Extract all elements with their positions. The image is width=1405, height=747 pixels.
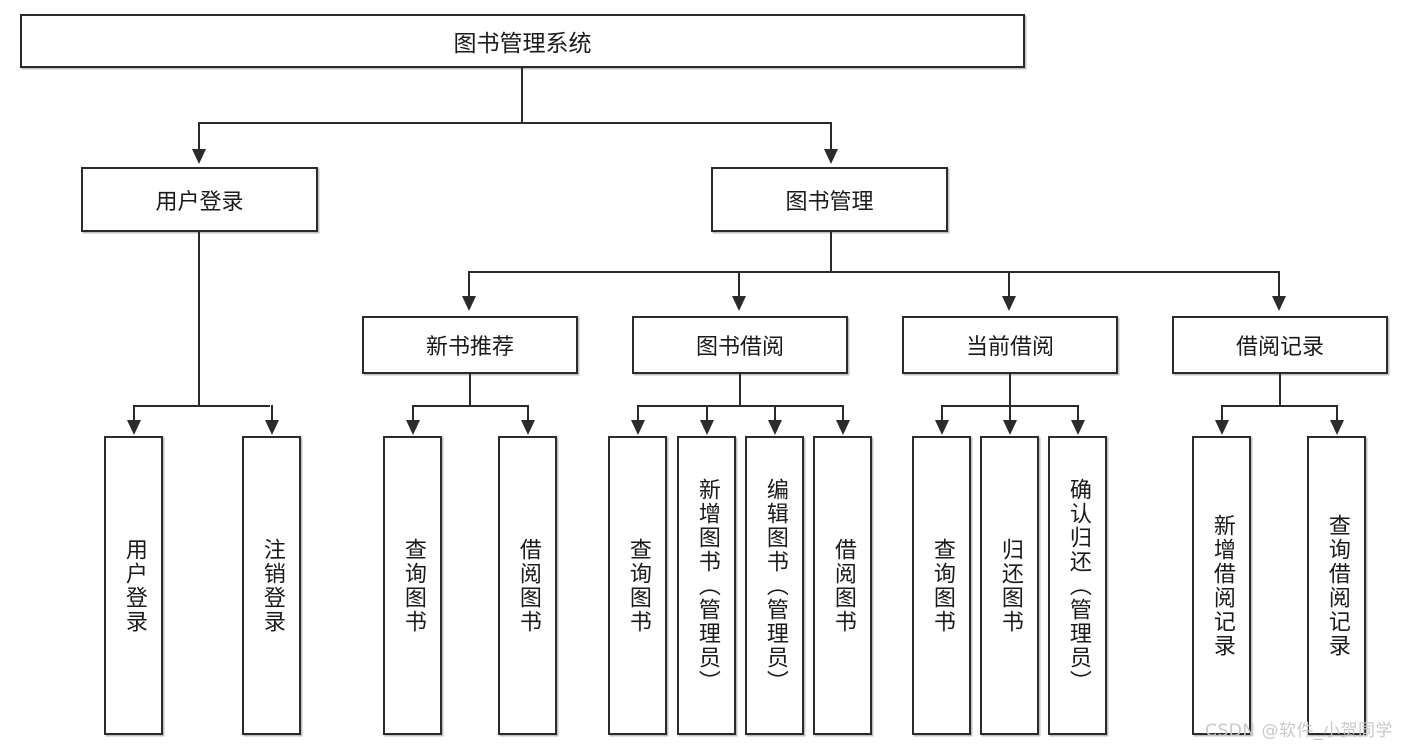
node-label: 用户登录 [155,189,244,215]
connector-root-bus [198,122,832,125]
node-label: 新书推荐 [425,335,514,360]
connector-book-mgmt-bus [468,271,1280,274]
arrowhead-borrow-record-child2 [1330,420,1344,435]
connector-root-to-user-login [198,122,201,150]
connector-current-borrow-child1 [941,405,944,421]
leaf-label: 归还图书 [997,537,1023,634]
node-new-book-recommend[interactable]: 新书推荐 [362,316,578,374]
node-current-borrow[interactable]: 当前借阅 [902,316,1118,374]
node-label: 图书管理 [785,189,874,215]
node-root-system[interactable]: 图书管理系统 [20,14,1025,68]
leaf-label: 新增借阅记录 [1209,513,1235,658]
leaf-book-borrow-edit-book-admin[interactable]: 编辑图书（管理员） [745,436,804,735]
leaf-logout[interactable]: 注销登录 [242,436,301,735]
arrowhead-book-borrow-child3 [768,420,782,435]
arrowhead-new-book-child1 [406,420,420,435]
connector-current-borrow-stem [1009,374,1012,406]
connector-current-borrow-child3 [1077,405,1080,421]
connector-book-borrow-child4 [842,405,845,421]
node-borrow-record[interactable]: 借阅记录 [1172,316,1388,374]
leaf-book-borrow-add-book-admin[interactable]: 新增图书（管理员） [677,436,736,735]
connector-book-mgmt-to-borrow-record [1278,271,1281,297]
arrowhead-current-borrow-child3 [1071,420,1085,435]
connector-root-to-book-mgmt [830,122,833,150]
arrowhead-current-borrow-child1 [935,420,949,435]
leaf-borrow-record-query-record[interactable]: 查询借阅记录 [1307,436,1366,735]
arrowhead-book-mgmt-to-borrow-record [1272,296,1286,311]
leaf-label: 编辑图书（管理员） [762,477,788,694]
arrowhead-book-mgmt-to-current-borrow [1002,296,1016,311]
leaf-book-borrow-borrow-book[interactable]: 借阅图书 [813,436,872,735]
arrowhead-book-borrow-child1 [631,420,645,435]
leaf-book-borrow-query-book[interactable]: 查询图书 [608,436,667,735]
connector-current-borrow-child2 [1009,405,1012,421]
arrowhead-user-login-child1 [127,420,141,435]
node-label: 借阅记录 [1235,335,1324,360]
node-book-management[interactable]: 图书管理 [711,167,948,232]
leaf-label: 确认归还（管理员） [1065,477,1091,694]
node-label: 图书借阅 [695,335,784,360]
connector-user-login-bus [133,405,270,408]
connector-root-stem [521,68,524,123]
leaf-label: 查询借阅记录 [1324,513,1350,658]
arrowhead-current-borrow-child2 [1003,420,1017,435]
node-book-borrow[interactable]: 图书借阅 [632,316,848,374]
connector-book-borrow-child1 [637,405,640,421]
connector-new-book-child1 [412,405,415,421]
connector-book-mgmt-to-new-book [468,271,471,297]
arrowhead-book-mgmt-to-new-book [462,296,476,311]
leaf-label: 查询图书 [625,537,651,634]
arrowhead-book-borrow-child4 [836,420,850,435]
connector-borrow-record-child1 [1221,405,1224,421]
node-user-login[interactable]: 用户登录 [81,167,318,232]
leaf-borrow-record-add-record[interactable]: 新增借阅记录 [1192,436,1251,735]
connector-new-book-stem [469,374,472,406]
connector-book-mgmt-stem [830,232,833,272]
leaf-label: 新增图书（管理员） [694,477,720,694]
arrowhead-user-login-child2 [265,420,279,435]
leaf-label: 借阅图书 [830,537,856,634]
arrowhead-book-borrow-child2 [700,420,714,435]
leaf-user-login[interactable]: 用户登录 [104,436,163,735]
arrowhead-root-to-book-mgmt [824,149,838,164]
node-label: 图书管理系统 [453,31,592,57]
arrowhead-book-mgmt-to-book-borrow [732,296,746,311]
arrowhead-borrow-record-child1 [1215,420,1229,435]
leaf-new-book-query-book[interactable]: 查询图书 [383,436,442,735]
connector-user-login-child1 [133,405,136,421]
leaf-new-book-borrow-book[interactable]: 借阅图书 [498,436,557,735]
connector-book-borrow-child3 [774,405,777,421]
connector-borrow-record-stem [1279,374,1282,406]
connector-user-login-stem [198,232,201,406]
leaf-current-borrow-return-book[interactable]: 归还图书 [980,436,1039,735]
leaf-label: 借阅图书 [515,537,541,634]
connector-book-borrow-stem [739,374,742,406]
leaf-label: 用户登录 [121,537,147,634]
connector-new-book-bus [412,405,529,408]
arrowhead-new-book-child2 [521,420,535,435]
connector-borrow-record-bus [1221,405,1338,408]
connector-book-mgmt-to-book-borrow [738,271,741,297]
leaf-label: 查询图书 [400,537,426,634]
arrowhead-root-to-user-login [192,149,206,164]
leaf-label: 查询图书 [929,537,955,634]
connector-user-login-child2 [271,405,274,421]
connector-book-borrow-bus [637,405,844,408]
leaf-label: 注销登录 [259,537,285,634]
connector-book-borrow-child2 [706,405,709,421]
node-label: 当前借阅 [965,335,1054,360]
connector-new-book-child2 [527,405,530,421]
leaf-current-borrow-query-book[interactable]: 查询图书 [912,436,971,735]
connector-book-mgmt-to-current-borrow [1008,271,1011,297]
leaf-current-borrow-confirm-return-admin[interactable]: 确认归还（管理员） [1048,436,1107,735]
connector-borrow-record-child2 [1336,405,1339,421]
